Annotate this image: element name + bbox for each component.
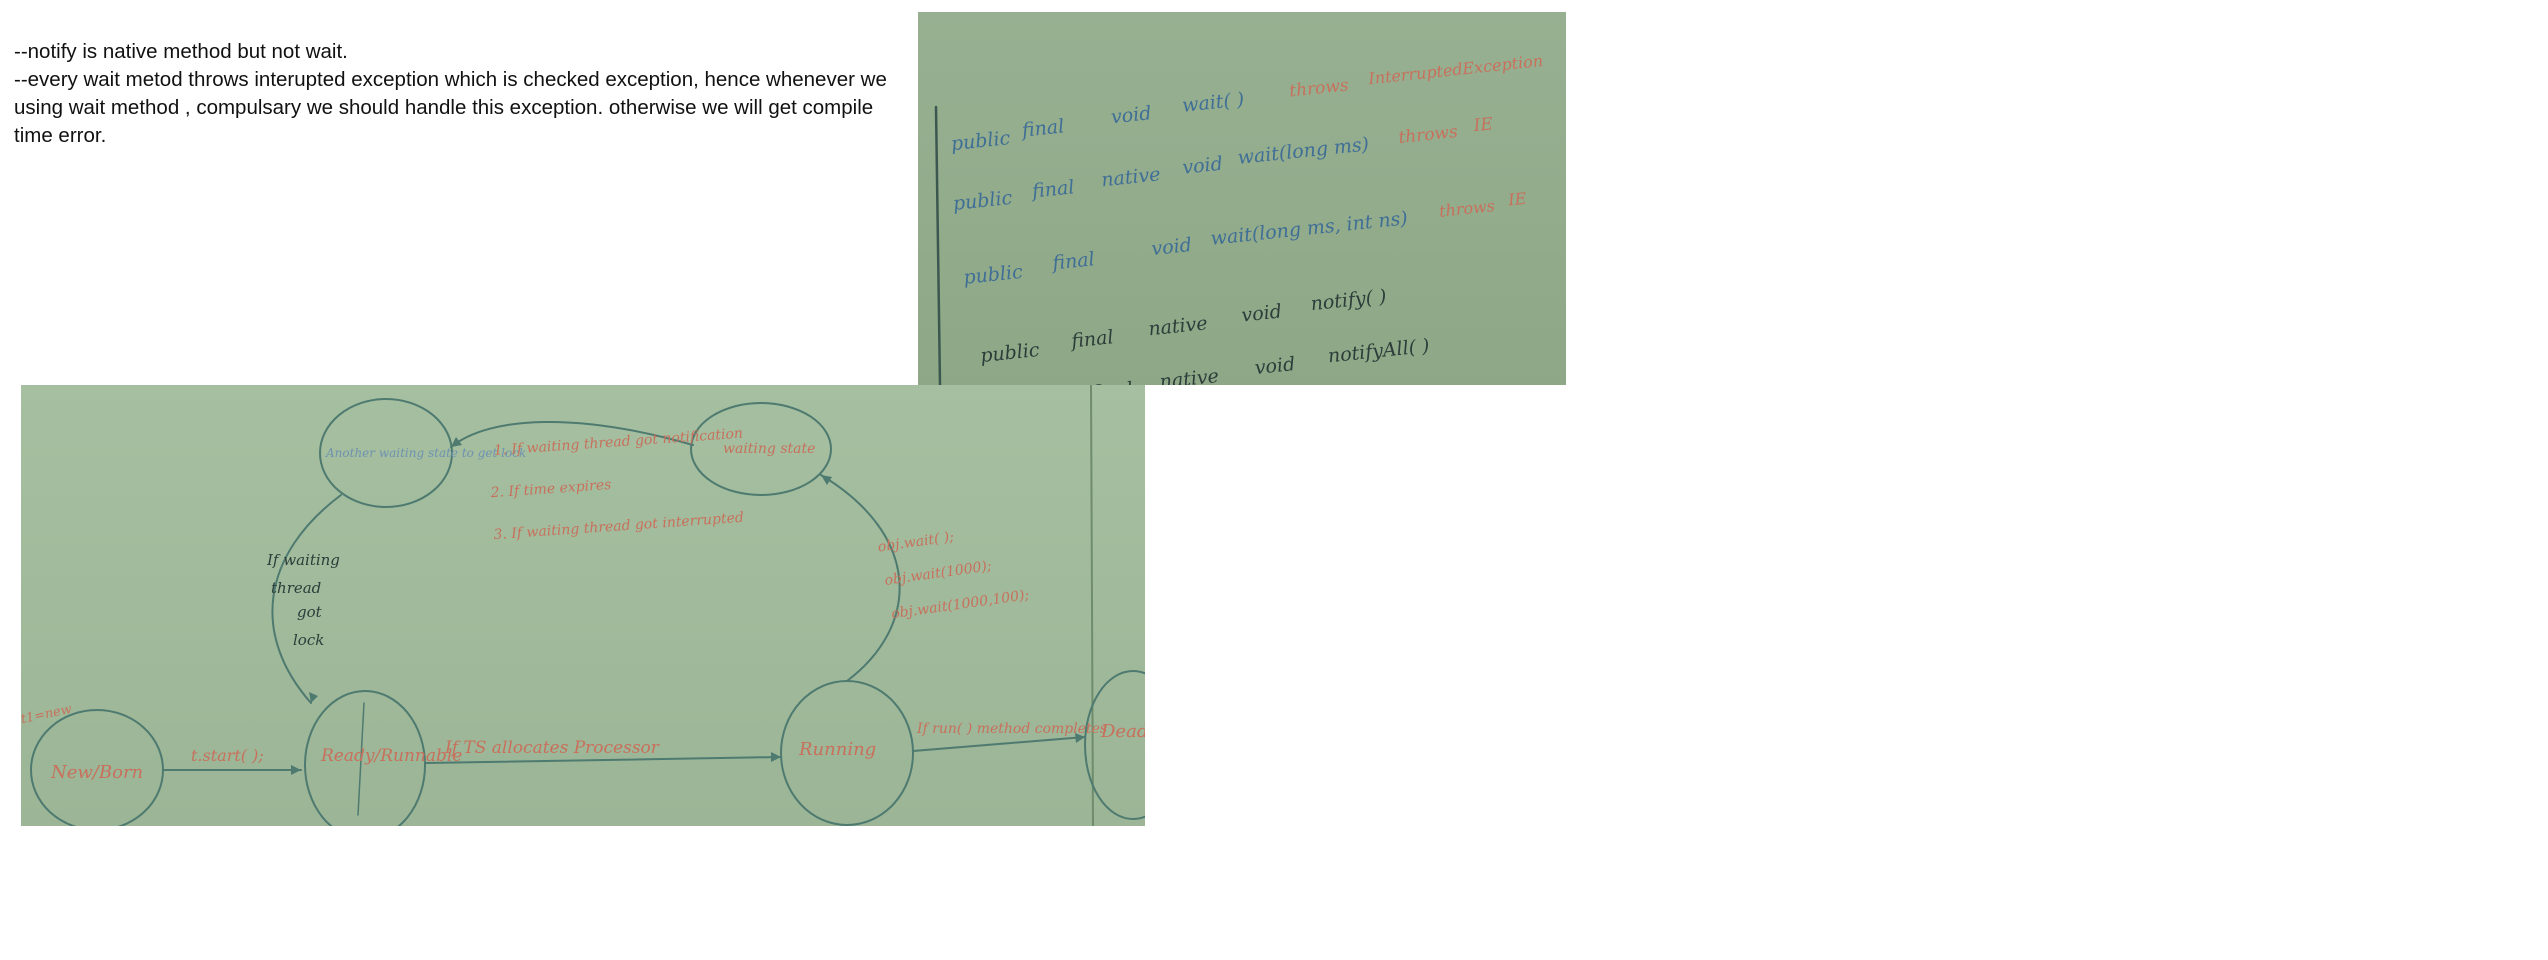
state-dead-circle: [1084, 670, 1145, 820]
state-waiting-circle: [690, 402, 832, 496]
row4-final: final: [1068, 326, 1114, 353]
row5-void: void: [1254, 353, 1297, 379]
label-lock-1: If waiting: [266, 551, 340, 569]
label-run-completes: If run( ) method completes: [916, 721, 1107, 737]
row1-final: final: [1019, 115, 1065, 142]
label-ready-runnable: Ready/Runnable: [320, 746, 462, 766]
row2-exception: IE: [1472, 114, 1495, 136]
label-running: Running: [798, 739, 876, 760]
board-lifecycle-image: New/Born Ready/Runnable Running Dead wai…: [21, 385, 1145, 826]
row5-final: final: [1087, 378, 1133, 385]
label-start: t.start( );: [191, 746, 264, 765]
label-lock-3: got: [297, 603, 323, 621]
label-ts-allocates: If TS allocates Processor: [444, 738, 660, 758]
label-dead: Dead: [1100, 721, 1145, 742]
board-methods-image: public final void wait( ) throws Interru…: [918, 12, 1566, 385]
state-another-waiting-circle: [319, 398, 453, 508]
state-ready-circle: [304, 690, 426, 826]
label-lock-2: thread: [271, 579, 321, 597]
row3-void: void: [1150, 234, 1193, 260]
label-waiting-state: waiting state: [723, 441, 815, 457]
note-notify-native: --notify is native method but not wait.: [14, 40, 348, 63]
notes-text: --notify is native method but not wait. …: [14, 38, 894, 150]
row2-final: final: [1029, 176, 1075, 203]
note-wait-exception: --every wait metod throws interupted exc…: [14, 68, 887, 147]
label-another-waiting: Another waiting state to get lock: [325, 446, 526, 460]
row5-native: native: [1159, 365, 1220, 385]
row3-final: final: [1049, 248, 1095, 275]
row2-void: void: [1181, 153, 1224, 179]
row4-void: void: [1240, 300, 1283, 326]
label-lock-4: lock: [293, 631, 324, 649]
row1-void: void: [1110, 102, 1153, 128]
label-new-born: New/Born: [50, 762, 143, 783]
row3-exception: IE: [1506, 189, 1527, 210]
